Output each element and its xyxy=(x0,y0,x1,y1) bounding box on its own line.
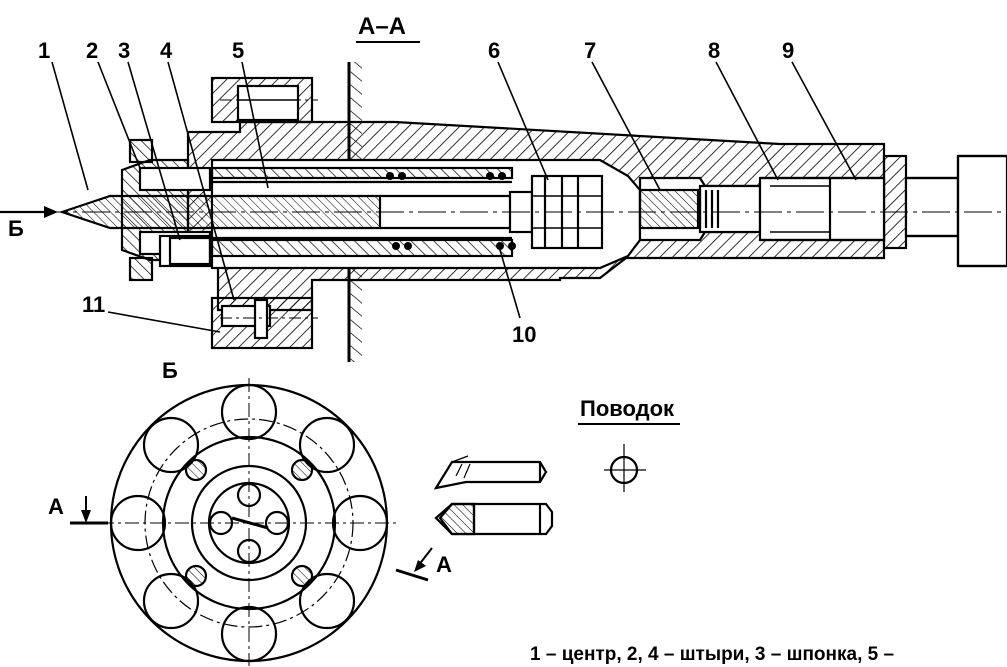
part-number-9: 9 xyxy=(782,38,794,63)
view-label: Б xyxy=(162,358,178,383)
inner-sleeve xyxy=(210,166,514,258)
pin-slots xyxy=(184,458,314,588)
part-number-8: 8 xyxy=(708,38,720,63)
leader-lines xyxy=(51,61,857,333)
cut-label-right: А xyxy=(436,552,452,577)
part-number-2: 2 xyxy=(86,38,98,63)
arrow-label-b: Б xyxy=(8,216,24,241)
cut-marks xyxy=(70,496,433,582)
part-number-10: 10 xyxy=(512,322,536,347)
part-number-5: 5 xyxy=(232,38,244,63)
part-number-4: 4 xyxy=(160,38,173,63)
part-number-3: 3 xyxy=(118,38,130,63)
driver-group: Поводок xyxy=(433,396,680,536)
end-view xyxy=(70,378,433,666)
section-view xyxy=(0,61,1007,362)
part-number-1: 1 xyxy=(38,38,50,63)
part-number-11: 11 xyxy=(82,292,105,317)
shank xyxy=(882,154,1007,268)
part-number-6: 6 xyxy=(488,38,500,63)
driver-side-view xyxy=(433,455,554,536)
cut-label-left: А xyxy=(48,494,64,519)
o-ring-seals xyxy=(386,172,516,250)
section-title-group: А–А xyxy=(356,13,420,43)
driver-title: Поводок xyxy=(580,396,675,421)
part-number-7: 7 xyxy=(584,38,596,63)
section-title: А–А xyxy=(358,13,406,40)
view-arrow-b xyxy=(0,206,58,218)
rear-bore xyxy=(638,176,886,242)
part-numbers: 1 2 3 4 5 6 7 8 9 10 11 xyxy=(38,38,794,347)
driver-end-view xyxy=(604,444,646,492)
caption: 1 – центр, 2, 4 – штыри, 3 – шпонка, 5 – xyxy=(530,644,894,665)
